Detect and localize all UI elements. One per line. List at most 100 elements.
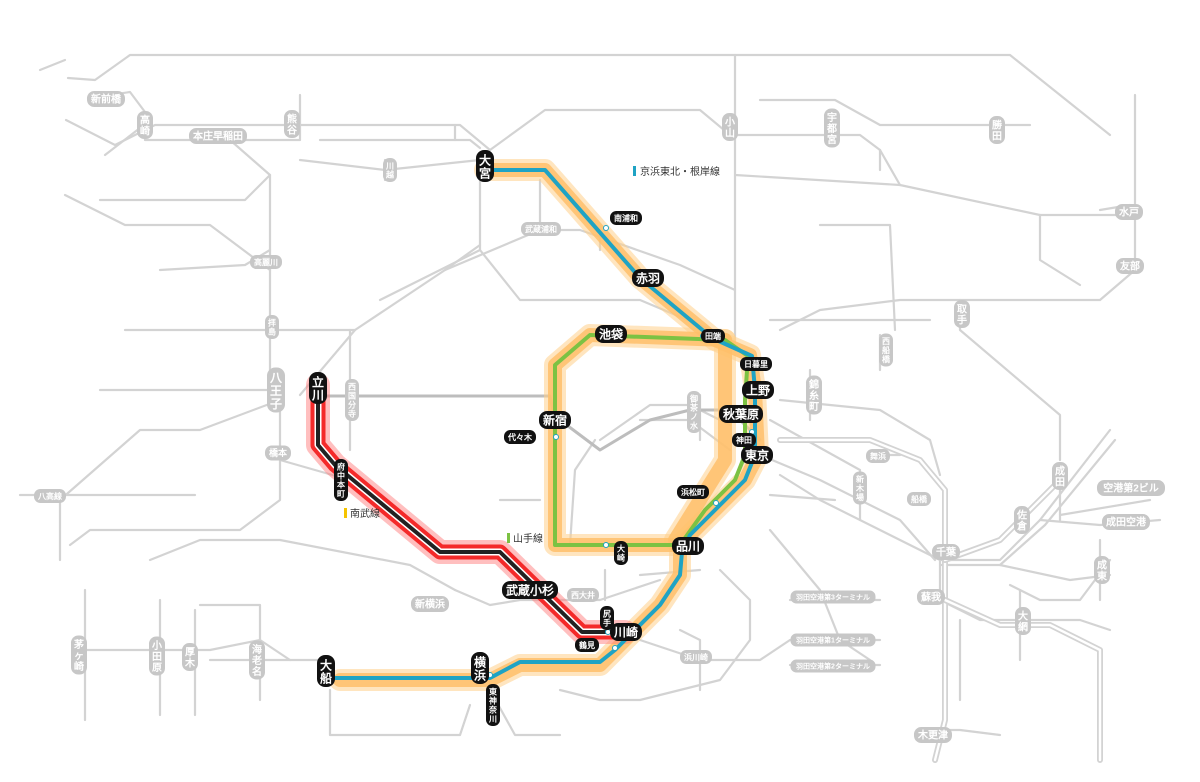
station-pill	[383, 158, 397, 182]
station-name: 浜松町	[681, 487, 705, 497]
station-name: 大船	[320, 658, 332, 686]
station-name: 八王子	[269, 371, 283, 411]
legend-label: 山手線	[513, 532, 543, 545]
station-pill	[680, 650, 712, 664]
station-tachikawa: 立川	[309, 372, 327, 404]
legend-item-keihin-tohoku: 京浜東北・根岸線	[633, 165, 720, 178]
station-name: 成田	[1055, 465, 1065, 489]
station-pill	[600, 606, 614, 630]
station-name: 浜川崎	[684, 652, 708, 662]
station-pill	[790, 590, 876, 604]
station-nishifunabashi: 西船橋	[879, 333, 893, 367]
station-chiba: 千葉	[932, 544, 960, 560]
station-pill	[742, 381, 774, 399]
station-name: 東神奈川	[488, 687, 498, 724]
station-mito: 水戸	[1115, 204, 1143, 220]
station-pill	[502, 581, 558, 599]
station-pill	[701, 329, 725, 343]
station-pill	[806, 375, 822, 415]
station-hamakawasaki: 浜川崎	[680, 650, 712, 664]
station-pill	[250, 255, 282, 269]
station-akihabara: 秋葉原	[719, 405, 763, 423]
station-narita: 成田	[1052, 462, 1068, 490]
station-odawara: 小田原	[149, 636, 165, 676]
station-ebina: 海老名	[249, 640, 265, 680]
station-yokohama: 横浜	[471, 652, 489, 684]
station-name: 成東	[1097, 559, 1107, 583]
station-name: 鶴見	[578, 640, 595, 650]
station-honjowaseda: 本庄早稲田	[189, 128, 247, 144]
station-name: 小山	[724, 116, 735, 140]
station-hachioji: 八王子	[267, 367, 285, 413]
station-name: 舞浜	[869, 451, 886, 461]
station-pill	[722, 113, 738, 141]
station-name: 川崎	[613, 624, 638, 639]
station-name: 佐倉	[1016, 509, 1028, 533]
station-higashikanagawa: 東神奈川	[486, 684, 500, 726]
station-pill	[614, 541, 628, 565]
station-pill	[914, 727, 952, 743]
station-name: 品川	[676, 539, 700, 553]
station-pill	[476, 150, 494, 182]
station-name: 小田原	[151, 639, 162, 674]
station-name: 大網	[1018, 610, 1028, 634]
station-name: 御茶ノ水	[689, 394, 699, 431]
station-funabashi: 船橋	[907, 492, 931, 506]
station-name: 成田空港	[1106, 516, 1147, 529]
station-name: 羽田空港第3ターミナル	[796, 593, 870, 602]
station-kisarazu: 木更津	[914, 727, 952, 743]
station-pill	[741, 446, 773, 464]
station-name: 海老名	[251, 643, 262, 678]
station-takasaki: 高崎	[137, 111, 153, 139]
station-pill	[1014, 506, 1030, 534]
station-pill	[672, 537, 704, 555]
station-kanda: 神田	[732, 433, 756, 447]
station-tokyo: 東京	[741, 446, 773, 464]
station-name: 熊谷	[287, 113, 298, 137]
station-pill	[866, 449, 890, 463]
station-sakura: 佐倉	[1014, 506, 1030, 534]
station-pill	[790, 659, 876, 673]
station-name: 立川	[311, 375, 324, 403]
station-hamamatsucho: 浜松町	[677, 485, 709, 499]
station-shitte: 尻手	[600, 606, 614, 630]
station-pill	[539, 411, 571, 429]
station-name: 日暮里	[744, 359, 768, 369]
station-pill	[567, 588, 599, 602]
station-name: 田端	[705, 331, 721, 341]
station-name: 宇都宮	[826, 111, 837, 146]
station-pill	[632, 269, 664, 287]
keihin-tohoku-line	[333, 168, 757, 680]
station-name: 空港第2ビル	[1103, 482, 1159, 495]
station-nippori: 日暮里	[740, 357, 772, 371]
nambu-line	[314, 381, 629, 636]
station-hashimoto: 橋本	[265, 445, 291, 461]
station-name: 大宮	[479, 153, 491, 181]
station-name: 羽田空港第1ターミナル	[796, 636, 870, 645]
station-osaki: 大崎	[614, 541, 628, 565]
station-haijima: 拝島	[265, 315, 279, 339]
station-pill	[1015, 607, 1031, 635]
legend-swatch	[507, 533, 510, 543]
station-name: 高麗川	[254, 257, 278, 267]
legend-item-nambu: 南武線	[344, 507, 380, 520]
station-name: 西国分寺	[348, 383, 356, 419]
station-pill	[732, 433, 756, 447]
station-maihama: 舞浜	[866, 449, 890, 463]
station-name: 西船橋	[882, 337, 891, 364]
station-kumagaya: 熊谷	[284, 110, 300, 138]
station-name: 武蔵浦和	[525, 224, 557, 234]
station-pill	[411, 596, 449, 612]
station-pill	[486, 684, 500, 726]
station-name: 新木場	[855, 474, 865, 502]
station-nishikokubunji: 西国分寺	[345, 379, 359, 421]
legend-label: 南武線	[350, 507, 380, 520]
station-pill	[521, 222, 561, 236]
station-name: 茅ヶ崎	[74, 638, 84, 673]
station-shinkiba: 新木場	[853, 471, 867, 505]
station-pill	[345, 379, 359, 421]
station-haneda1: 羽田空港第1ターミナル	[790, 633, 876, 647]
station-name: 千葉	[936, 546, 957, 559]
